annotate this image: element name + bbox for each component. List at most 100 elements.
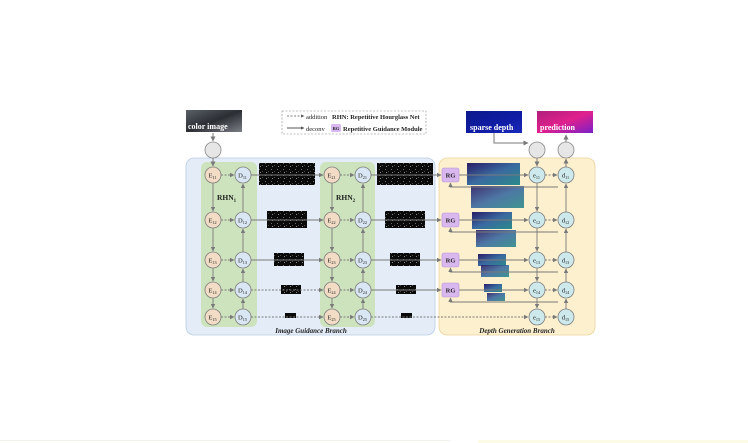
node-d13: d13 [557, 251, 575, 269]
node-circle [323, 308, 341, 326]
rg-box [441, 212, 460, 228]
feature-map-d23 [390, 253, 420, 266]
rg-module-4: RG [441, 282, 460, 298]
node-circle [204, 166, 222, 184]
node-label: D11 [238, 172, 247, 180]
node-E11: E11 [204, 166, 222, 184]
node-circle [557, 211, 575, 229]
node-d15: d15 [557, 308, 575, 326]
node-E21: E21 [323, 166, 341, 184]
legend-rg-badge [331, 124, 341, 132]
node-circle [528, 281, 546, 299]
node-D15: D15 [234, 308, 252, 326]
legend-rg-badge-text: RG [333, 126, 340, 131]
legend-deconv-text: deconv [306, 126, 326, 133]
depth-generation-branch-caption: Depth Generation Branch [478, 327, 555, 335]
node-circle [528, 211, 546, 229]
node-circle [234, 166, 252, 184]
node-circle [204, 251, 222, 269]
node-D13: D13 [234, 251, 252, 269]
feature-map-d14 [281, 285, 301, 294]
legend-rhn-text: RHN: Repetitive Hourglass Net [332, 114, 420, 121]
feature-map-d22 [385, 211, 425, 228]
node-D25: D25 [354, 308, 372, 326]
node-circle [234, 308, 252, 326]
node-label: E22 [327, 217, 335, 225]
node-circle [528, 251, 546, 269]
node-circle [557, 251, 575, 269]
node-E13: E13 [204, 251, 222, 269]
feature-map-d21 [377, 163, 433, 185]
node-label: E25 [327, 314, 335, 322]
legend-addition-text: addition [306, 114, 328, 121]
guidance-map-1b [471, 186, 524, 208]
sparse-to-input-arrow [493, 133, 529, 146]
rg-box [441, 282, 460, 298]
node-D22: D22 [354, 211, 372, 229]
node-label: d11 [562, 172, 569, 180]
node-label: d15 [562, 314, 569, 322]
node-circle [354, 281, 372, 299]
node-D21: D21 [354, 166, 372, 184]
feedback-d-RG-4 [448, 297, 558, 303]
feature-map-d11 [259, 163, 315, 185]
node-label: D13 [238, 257, 247, 265]
sparse-input-circle [528, 141, 546, 159]
node-label: D24 [358, 287, 368, 295]
node-circle [354, 308, 372, 326]
feature-map-d24 [396, 285, 416, 294]
bottom-divider-left [0, 440, 450, 441]
node-E14: E14 [204, 281, 222, 299]
node-D23: D23 [354, 251, 372, 269]
node-circle [557, 308, 575, 326]
feature-map-d15 [285, 313, 296, 318]
node-D11: D11 [234, 166, 252, 184]
connection-arrows [210, 172, 569, 320]
image-guidance-branch-caption: Image Guidance Branch [274, 327, 347, 335]
node-label: E11 [208, 172, 216, 180]
node-d11: d11 [557, 166, 575, 184]
node-circle [234, 281, 252, 299]
node-label: e15 [533, 314, 540, 322]
node-label: D15 [238, 314, 247, 322]
node-circle [528, 166, 546, 184]
node-circle [323, 211, 341, 229]
node-e15: e15 [528, 308, 546, 326]
rg-box-label: RG [446, 173, 456, 180]
rg-box-label: RG [446, 258, 456, 265]
rhn1-label: RHN1 [217, 193, 237, 204]
node-label: D14 [238, 287, 248, 295]
guidance-map-2a [472, 212, 512, 229]
node-label: E23 [327, 257, 335, 265]
node-label: D23 [358, 257, 367, 265]
node-circle [354, 211, 372, 229]
guidance-map-4b [487, 293, 505, 301]
node-label: D21 [358, 172, 367, 180]
node-circle [204, 211, 222, 229]
rg-box-label: RG [446, 288, 456, 295]
node-E15: E15 [204, 308, 222, 326]
node-e12: e12 [528, 211, 546, 229]
rg-box-label: RG [446, 218, 456, 225]
node-circle [323, 166, 341, 184]
node-circle [204, 308, 222, 326]
feedback-d-RG-1 [448, 182, 558, 188]
node-label: e12 [533, 217, 540, 225]
legend-box [281, 110, 427, 135]
node-D14: D14 [234, 281, 252, 299]
node-E12: E12 [204, 211, 222, 229]
node-label: d12 [562, 217, 569, 225]
node-label: e11 [533, 172, 540, 180]
sparse-depth-thumbnail [466, 111, 522, 133]
node-circle [204, 281, 222, 299]
node-e13: e13 [528, 251, 546, 269]
node-label: E12 [208, 217, 216, 225]
node-label: D25 [358, 314, 367, 322]
node-circle [528, 308, 546, 326]
color-image-thumbnail [186, 110, 242, 132]
node-e11: e11 [528, 166, 546, 184]
node-circle [557, 281, 575, 299]
node-d12: d12 [557, 211, 575, 229]
node-label: D22 [358, 217, 367, 225]
